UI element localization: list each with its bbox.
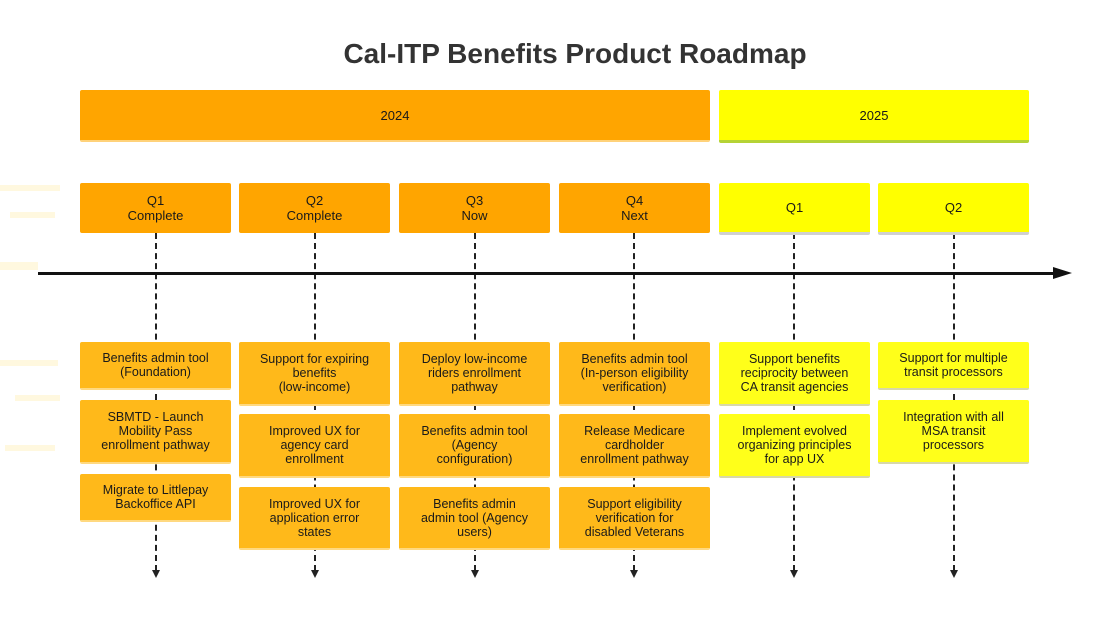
quarter-status: Next bbox=[621, 208, 648, 223]
roadmap-item-card: Release Medicare cardholder enrollment p… bbox=[559, 414, 710, 478]
q1-2024-guide-arrow-icon bbox=[152, 570, 160, 578]
roadmap-item-card: Benefits admin tool (Foundation) bbox=[80, 342, 231, 390]
quarter-status: Complete bbox=[286, 208, 343, 223]
quarter-label: Q1 bbox=[785, 200, 804, 215]
q2-2025-guide-arrow-icon bbox=[950, 570, 958, 578]
year-2024-band: 2024 bbox=[80, 90, 710, 142]
q4-2024-guide-arrow-icon bbox=[630, 570, 638, 578]
roadmap-item-card: Migrate to Littlepay Backoffice API bbox=[80, 474, 231, 522]
quarter-q1-2025: Q1 bbox=[719, 183, 870, 235]
page-title: Cal-ITP Benefits Product Roadmap bbox=[343, 38, 807, 69]
quarter-q2-2024: Q2 Complete bbox=[239, 183, 390, 233]
roadmap-item-card: Implement evolved organizing principles … bbox=[719, 414, 870, 478]
timeline-axis bbox=[38, 272, 1056, 275]
quarter-label: Q3 bbox=[465, 193, 484, 208]
roadmap-item-card: Benefits admin admin tool (Agency users) bbox=[399, 487, 550, 550]
quarter-q4-2024: Q4 Next bbox=[559, 183, 710, 233]
roadmap-item-card: Improved UX for application error states bbox=[239, 487, 390, 550]
quarter-label: Q4 bbox=[625, 193, 644, 208]
roadmap-item-card: SBMTD - Launch Mobility Pass enrollment … bbox=[80, 400, 231, 464]
year-2025-band: 2025 bbox=[719, 90, 1029, 143]
quarter-label: Q2 bbox=[305, 193, 324, 208]
quarter-q1-2024: Q1 Complete bbox=[80, 183, 231, 233]
quarter-status: Now bbox=[461, 208, 488, 223]
roadmap-item-card: Support benefits reciprocity between CA … bbox=[719, 342, 870, 406]
roadmap-item-card: Improved UX for agency card enrollment bbox=[239, 414, 390, 478]
roadmap-item-card: Benefits admin tool (In-person eligibili… bbox=[559, 342, 710, 406]
quarter-label: Q1 bbox=[146, 193, 165, 208]
roadmap-item-card: Deploy low-income riders enrollment path… bbox=[399, 342, 550, 406]
q3-2024-guide-arrow-icon bbox=[471, 570, 479, 578]
roadmap-item-card: Support for expiring benefits (low-incom… bbox=[239, 342, 390, 406]
quarter-label: Q2 bbox=[944, 200, 963, 215]
q1-2025-guide-arrow-icon bbox=[790, 570, 798, 578]
roadmap-item-card: Support for multiple transit processors bbox=[878, 342, 1029, 390]
roadmap-item-card: Integration with all MSA transit process… bbox=[878, 400, 1029, 464]
roadmap-item-card: Support eligibility verification for dis… bbox=[559, 487, 710, 550]
quarter-q3-2024: Q3 Now bbox=[399, 183, 550, 233]
quarter-q2-2025: Q2 bbox=[878, 183, 1029, 235]
timeline-arrow-icon bbox=[1053, 267, 1072, 279]
roadmap-item-card: Benefits admin tool (Agency configuratio… bbox=[399, 414, 550, 478]
quarter-status: Complete bbox=[127, 208, 184, 223]
q2-2024-guide-arrow-icon bbox=[311, 570, 319, 578]
